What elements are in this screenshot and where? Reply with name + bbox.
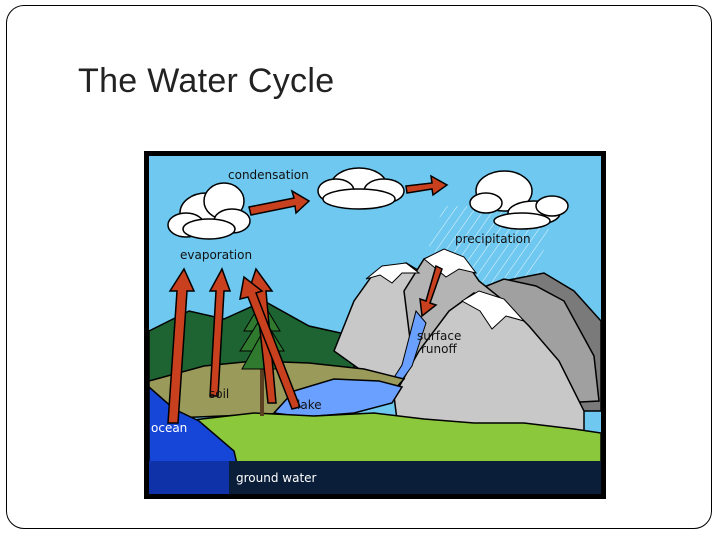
water-cycle-diagram: condensation evaporation precipitation s… <box>144 151 606 499</box>
label-condensation: condensation <box>228 168 309 182</box>
label-lake: lake <box>297 398 322 412</box>
evaporation-arrow-4 <box>239 275 302 410</box>
evaporation-arrow-2 <box>208 267 232 397</box>
cloud-left <box>167 182 251 240</box>
cloud-middle <box>317 167 405 210</box>
label-runoff: runoff <box>421 342 457 356</box>
precipitation-arrow <box>419 264 443 318</box>
label-soil: soil <box>209 387 229 401</box>
condensation-arrow-2 <box>405 174 449 197</box>
snow-cap-front <box>460 290 526 330</box>
slide-title: The Water Cycle <box>78 62 335 100</box>
label-ground-water: ground water <box>236 471 317 485</box>
evaporation-arrow-1 <box>167 267 196 424</box>
label-precipitation: precipitation <box>455 232 531 246</box>
ocean-deep <box>149 461 229 494</box>
cloud-right <box>469 170 569 230</box>
label-ocean: ocean <box>151 421 187 435</box>
condensation-arrow-1 <box>248 189 311 216</box>
snow-cap-left <box>365 262 421 284</box>
slide-frame <box>6 5 712 529</box>
arrows <box>167 174 449 424</box>
label-evaporation: evaporation <box>180 248 252 262</box>
label-surface: surface <box>417 329 461 343</box>
